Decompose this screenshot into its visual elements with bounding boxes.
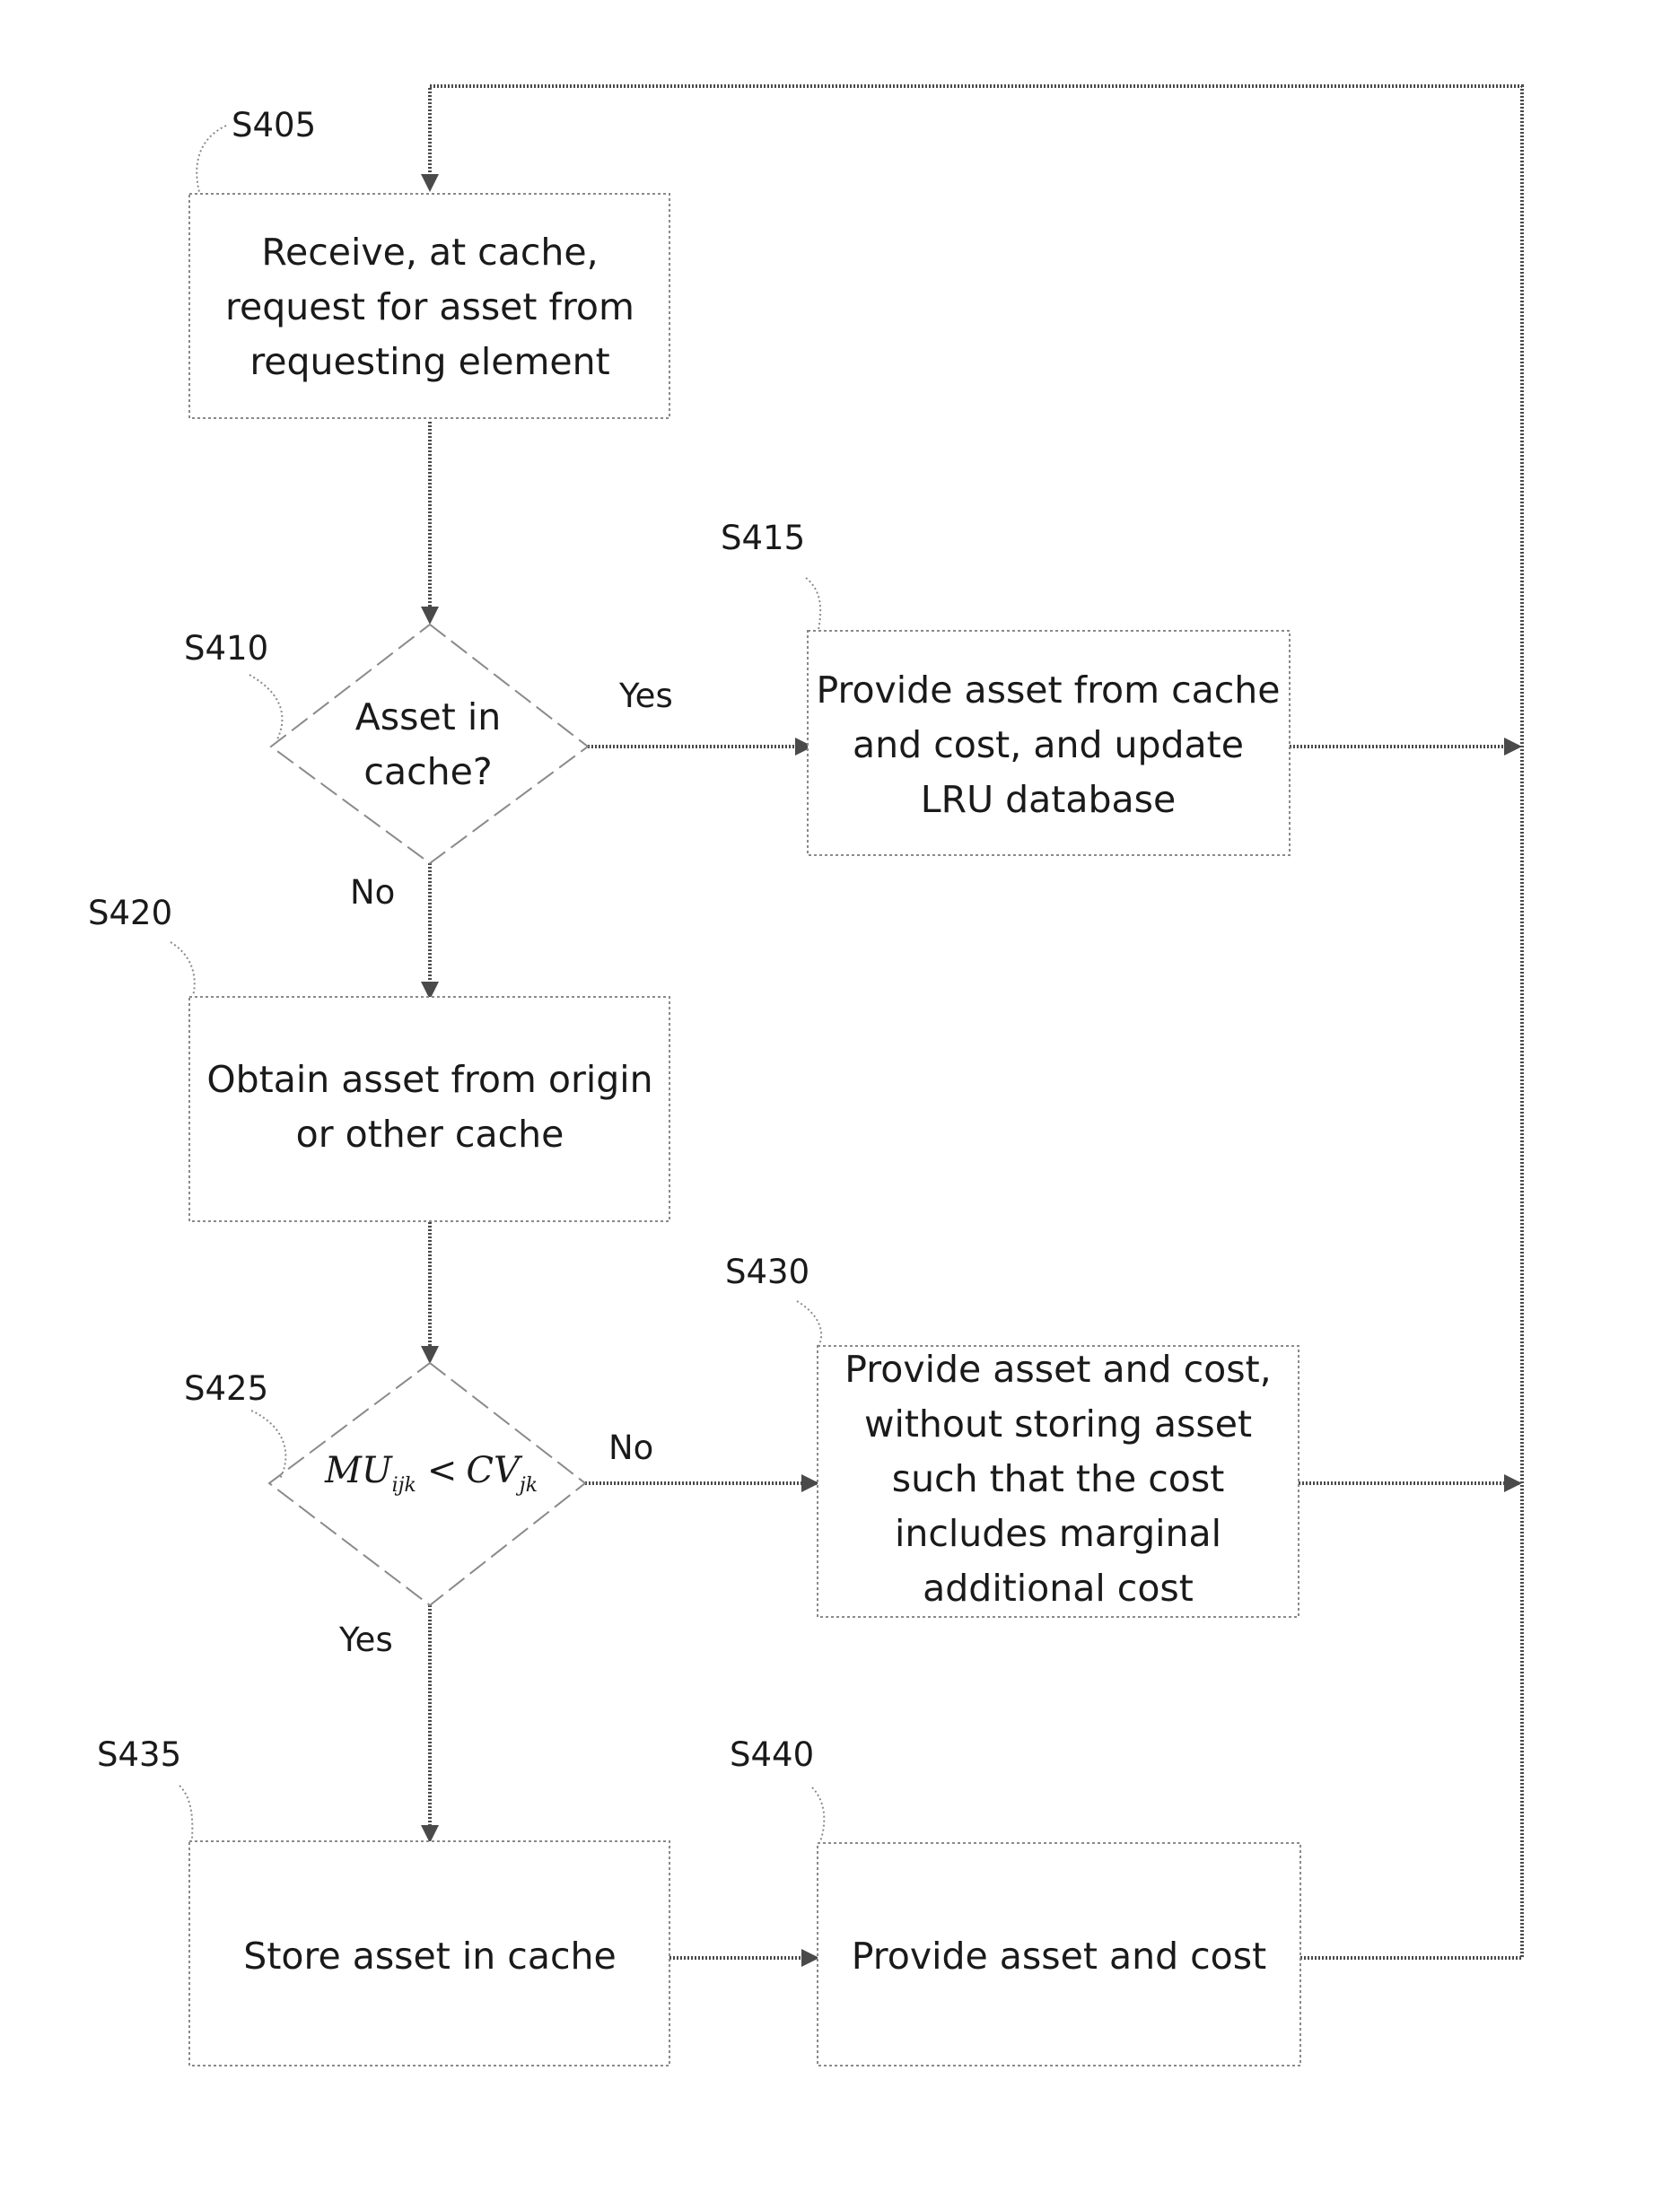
decision-s425-condition: MUijk<CVjk bbox=[324, 1450, 538, 1497]
branch-label-s410-no: No bbox=[350, 873, 395, 912]
step-s415-line-1: Provide asset from cache bbox=[816, 668, 1280, 712]
step-id-s405: S405 bbox=[232, 106, 316, 144]
leader-s430 bbox=[797, 1301, 821, 1346]
arrowhead-right-icon bbox=[1504, 1474, 1522, 1492]
leader-s425 bbox=[251, 1411, 285, 1479]
decision-s410-line-2: cache? bbox=[363, 750, 492, 793]
step-id-s425: S425 bbox=[184, 1369, 268, 1408]
step-s440-line-1: Provide asset and cost bbox=[852, 1935, 1266, 1978]
step-id-s420: S420 bbox=[88, 894, 172, 932]
branch-label-s410-yes: Yes bbox=[618, 677, 673, 715]
step-s420-box bbox=[189, 997, 669, 1221]
arrowhead-down-icon bbox=[421, 607, 439, 625]
step-id-s410: S410 bbox=[184, 629, 268, 668]
leader-s435 bbox=[179, 1786, 192, 1839]
step-s430-line-4: includes marginal bbox=[895, 1512, 1221, 1555]
step-id-s440: S440 bbox=[730, 1735, 814, 1774]
step-s405-line-1: Receive, at cache, bbox=[261, 231, 598, 274]
condition-rhs: CV bbox=[466, 1450, 523, 1491]
step-id-s430: S430 bbox=[725, 1253, 809, 1291]
step-s435-line-1: Store asset in cache bbox=[243, 1935, 616, 1978]
arrowhead-right-icon bbox=[1504, 738, 1522, 756]
svg-text:MUijk<CVjk: MUijk<CVjk bbox=[324, 1450, 538, 1497]
arrowhead-down-icon bbox=[421, 1346, 439, 1364]
branch-label-s425-yes: Yes bbox=[338, 1621, 393, 1659]
condition-lhs: MU bbox=[324, 1450, 393, 1491]
leader-s415 bbox=[806, 578, 820, 630]
step-s420-line-2: or other cache bbox=[296, 1113, 564, 1156]
leader-s440 bbox=[812, 1787, 824, 1841]
step-id-s435: S435 bbox=[97, 1735, 181, 1774]
leader-s420 bbox=[171, 942, 195, 996]
step-id-s415: S415 bbox=[721, 519, 805, 557]
step-s420-line-1: Obtain asset from origin bbox=[206, 1058, 652, 1101]
step-s430-line-2: without storing asset bbox=[864, 1402, 1252, 1446]
step-s405-line-2: request for asset from bbox=[225, 285, 634, 328]
step-s415-line-3: LRU database bbox=[921, 778, 1176, 821]
condition-operator: < bbox=[427, 1450, 458, 1491]
step-s430-line-3: such that the cost bbox=[892, 1457, 1225, 1500]
step-s430-line-5: additional cost bbox=[923, 1567, 1194, 1610]
decision-s410-line-1: Asset in bbox=[355, 695, 501, 738]
step-s430-line-1: Provide asset and cost, bbox=[844, 1348, 1271, 1391]
arrowhead-down-icon bbox=[421, 174, 439, 192]
step-s405-line-3: requesting element bbox=[249, 340, 609, 383]
decision-s410-diamond bbox=[271, 625, 588, 863]
leader-s405 bbox=[197, 126, 226, 192]
branch-label-s425-no: No bbox=[608, 1429, 653, 1467]
leader-s410 bbox=[249, 675, 282, 741]
condition-lhs-sub: ijk bbox=[392, 1474, 416, 1497]
step-s415-line-2: and cost, and update bbox=[853, 723, 1244, 766]
